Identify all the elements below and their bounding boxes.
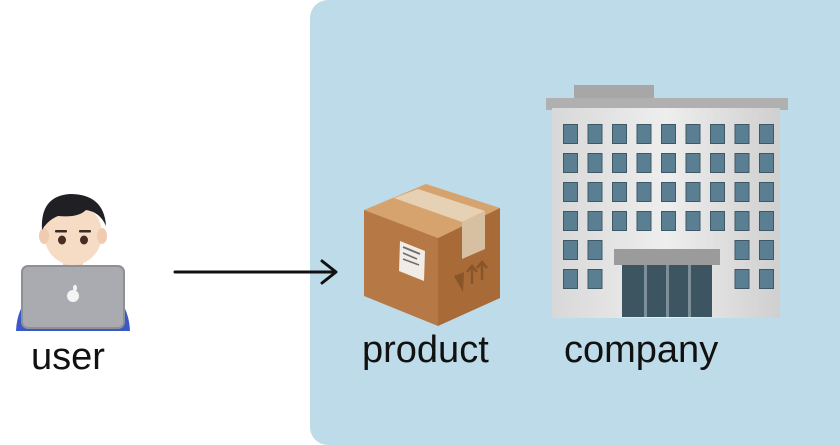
office-building-icon <box>546 84 791 320</box>
product-label: product <box>362 329 489 371</box>
package-box-icon <box>360 180 505 330</box>
company-label: company <box>564 329 719 371</box>
user-at-laptop-icon <box>8 186 138 331</box>
user-label: user <box>31 336 105 378</box>
edge-user-to-product <box>173 259 338 285</box>
